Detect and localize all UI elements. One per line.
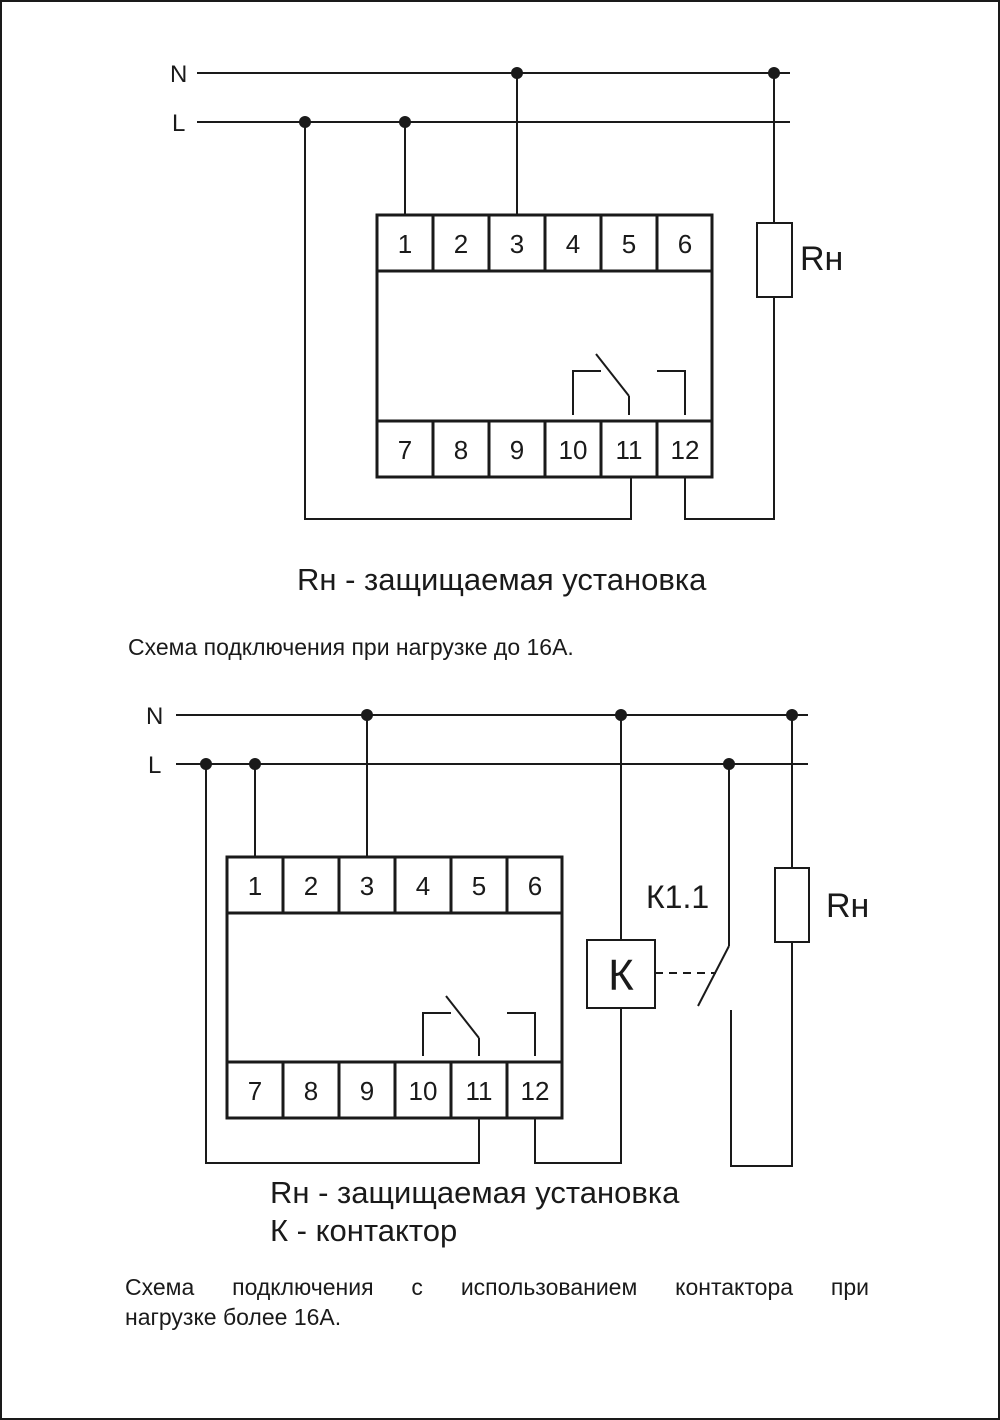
d1-terminal-1: 1 — [398, 229, 412, 259]
d1-terminal-2: 2 — [454, 229, 468, 259]
d2-terminal-3: 3 — [360, 871, 374, 901]
d2-terminal-12: 12 — [521, 1076, 550, 1106]
d1-label-l: L — [172, 110, 185, 137]
d1-terminal-11: 11 — [616, 435, 643, 465]
d2-legend-load: Rн - защищаемая установка — [270, 1175, 680, 1210]
d2-coil-label: К — [608, 951, 634, 1000]
d2-terminal-1: 1 — [248, 871, 262, 901]
d2-junctions — [200, 709, 798, 770]
d1-terminal-3: 3 — [510, 229, 524, 259]
diagram-2: N L — [146, 703, 810, 1167]
d1-terminal-7: 7 — [398, 435, 412, 465]
d1-label-n: N — [170, 61, 187, 88]
d1-caption: Схема подключения при нагрузке до 16А. — [128, 634, 574, 660]
d1-terminal-6: 6 — [678, 229, 692, 259]
d2-load-label: Rн — [826, 887, 869, 925]
d1-terminal-8: 8 — [454, 435, 468, 465]
d2-wire-terminal12-coil — [534, 1008, 622, 1164]
d1-terminal-4: 4 — [566, 229, 580, 259]
diagram-1: N L — [170, 61, 793, 520]
d2-load-resistor — [774, 867, 810, 943]
d1-terminal-5: 5 — [622, 229, 636, 259]
d1-terminal-10: 10 — [559, 435, 588, 465]
d1-internal-contact — [572, 370, 601, 415]
d2-internal-contact — [422, 1012, 451, 1056]
d1-terminal-12: 12 — [671, 435, 700, 465]
d2-terminal-10: 10 — [409, 1076, 438, 1106]
d2-terminal-labels: 1 2 3 4 5 6 7 8 9 10 11 12 — [248, 871, 550, 1106]
d2-wire-contact-load — [730, 942, 793, 1167]
d1-terminal-labels: 1 2 3 4 5 6 7 8 9 10 11 12 — [398, 229, 700, 465]
d2-legend-contactor: К - контактор — [270, 1213, 458, 1248]
d1-load-label: Rн — [800, 240, 843, 278]
d1-wire-terminal12-load — [684, 297, 775, 520]
d2-label-n: N — [146, 703, 163, 730]
d2-contact-k1-1 — [697, 945, 730, 1007]
d2-terminal-4: 4 — [416, 871, 430, 901]
d1-legend: Rн - защищаемая установка — [297, 562, 707, 597]
d1-wire-l-terminal11 — [304, 122, 632, 520]
d2-terminal-6: 6 — [528, 871, 542, 901]
d2-wire-l-terminal11 — [205, 764, 480, 1164]
d2-caption-line-2: нагрузке более 16А. — [125, 1304, 342, 1330]
d2-contact-label: К1.1 — [646, 879, 709, 915]
d2-terminal-9: 9 — [360, 1076, 374, 1106]
d1-junctions — [299, 67, 780, 128]
d2-terminal-7: 7 — [248, 1076, 262, 1106]
d2-terminal-5: 5 — [472, 871, 486, 901]
d1-load-resistor — [756, 222, 793, 298]
d2-terminal-8: 8 — [304, 1076, 318, 1106]
d2-terminal-2: 2 — [304, 871, 318, 901]
d2-caption-line-1: Схема подключения с использованием конта… — [125, 1274, 869, 1300]
d2-label-l: L — [148, 752, 161, 779]
d2-terminal-11: 11 — [466, 1076, 493, 1106]
d1-terminal-9: 9 — [510, 435, 524, 465]
